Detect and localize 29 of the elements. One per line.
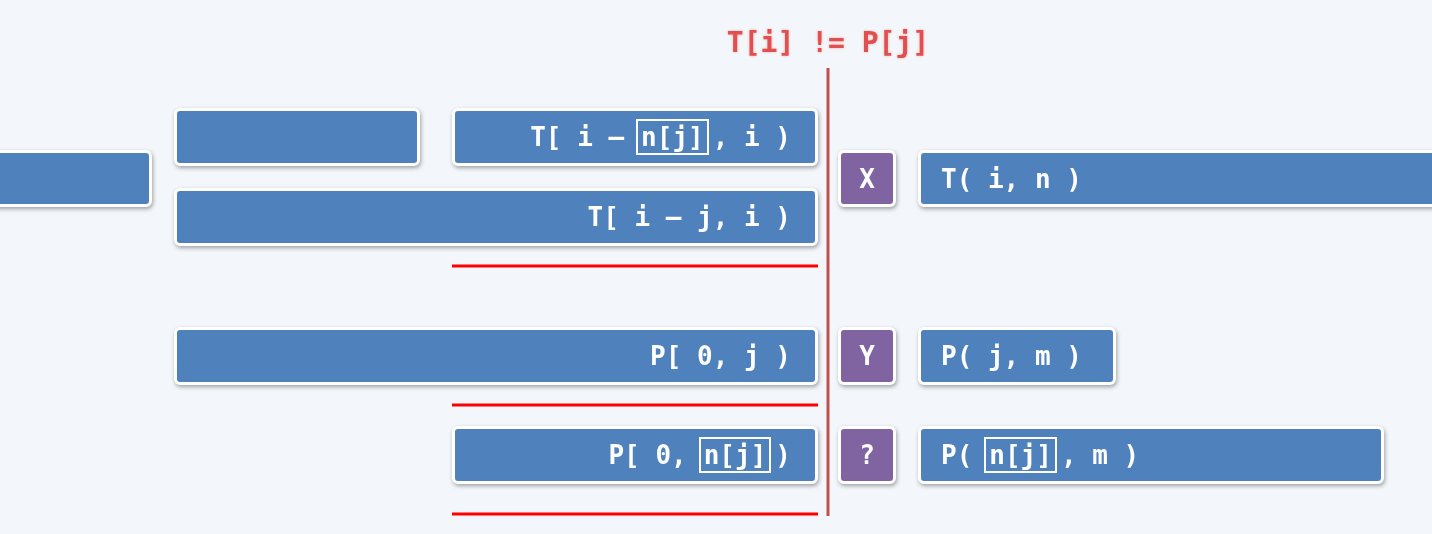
segment-label: ) xyxy=(775,442,791,468)
marker-box xyxy=(838,150,896,207)
marker-box xyxy=(838,426,896,484)
segment-box xyxy=(918,426,1384,484)
boxed-term: n[j] xyxy=(984,437,1057,473)
segment-label: T[ i – xyxy=(530,124,625,150)
segment-box xyxy=(918,327,1116,385)
marker-box xyxy=(838,327,896,385)
segment-box xyxy=(452,426,818,484)
segment-label: , m ) xyxy=(1060,442,1140,468)
segment-label: X xyxy=(859,165,875,192)
segment-box xyxy=(174,188,818,246)
segment-label: T( i, n ) xyxy=(941,165,1082,192)
segment-label: Y xyxy=(859,343,875,369)
segment-label: P( j, m ) xyxy=(941,343,1082,369)
segment-label: P[ 0, j ) xyxy=(650,343,791,369)
empty-box xyxy=(174,108,420,166)
boxed-term: n[j] xyxy=(698,437,772,473)
empty-box xyxy=(0,150,152,207)
segment-label: , i ) xyxy=(712,124,791,150)
segment-label: P( xyxy=(941,442,973,468)
segment-label: T[ i – j, i ) xyxy=(587,204,791,230)
condition-title: T[i] != P[j] xyxy=(725,25,931,61)
boxed-term: n[j] xyxy=(636,119,709,155)
segment-box xyxy=(174,327,818,385)
segment-label: ? xyxy=(859,442,875,468)
segment-box xyxy=(918,150,1432,207)
segment-box xyxy=(452,108,818,166)
segment-label: P[ 0, xyxy=(608,442,687,468)
